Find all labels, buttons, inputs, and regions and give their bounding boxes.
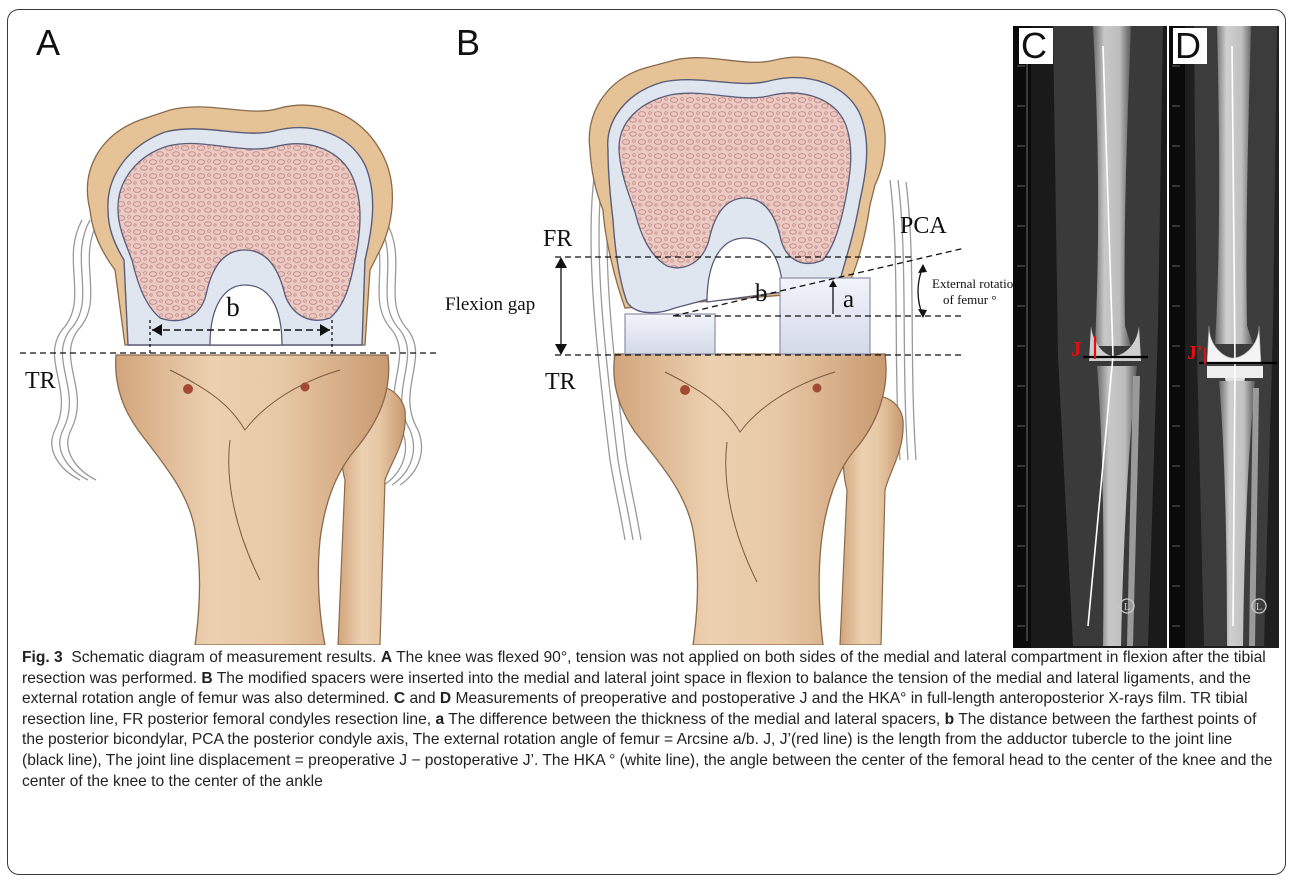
caption-ak-text: The difference between the thickness of … [448, 711, 940, 728]
figure-caption: Fig. 3 Schematic diagram of measurement … [22, 648, 1274, 792]
label-fr: FR [543, 226, 572, 252]
panel-c-letter: C [1019, 28, 1053, 64]
caption-fig-label: Fig. 3 [22, 649, 63, 666]
caption-b-key: B [201, 670, 212, 687]
caption-and: and [409, 690, 435, 707]
caption-intro: Schematic diagram of measurement results… [71, 649, 376, 666]
label-a-b: a [843, 286, 854, 313]
label-tr-a: TR [25, 368, 56, 394]
panel-c-xray: L J C [1013, 26, 1167, 648]
panel-d-letter: D [1173, 28, 1207, 64]
label-b-a: b [226, 292, 240, 322]
spacer-medial [625, 314, 715, 354]
caption-bk-key: b [945, 711, 955, 728]
label-external-rotation-2: of femur ° [943, 292, 997, 307]
panel-b-illustration: FR PCA TR Flexion gap a b External rotat… [445, 40, 1015, 645]
marker-d: L [1256, 602, 1262, 613]
panel-a-letter: A [36, 22, 60, 64]
caption-c-key: C [394, 690, 405, 707]
label-tr-b: TR [545, 369, 576, 395]
caption-a-key: A [381, 649, 392, 666]
label-flexion-gap: Flexion gap [445, 294, 535, 315]
label-external-rotation-1: External rotation [932, 276, 1015, 291]
caption-ak-key: a [435, 711, 444, 728]
panel-a-illustration: b TR [20, 60, 440, 645]
label-j-d: J' [1187, 342, 1203, 364]
ligament-left-a [52, 220, 98, 480]
panel-d-xray: L J' D [1169, 26, 1279, 648]
caption-d-key: D [440, 690, 451, 707]
label-pca: PCA [900, 213, 947, 239]
marker-c: L [1124, 602, 1130, 613]
label-b-b: b [755, 280, 768, 307]
label-j-c: J [1071, 337, 1082, 361]
